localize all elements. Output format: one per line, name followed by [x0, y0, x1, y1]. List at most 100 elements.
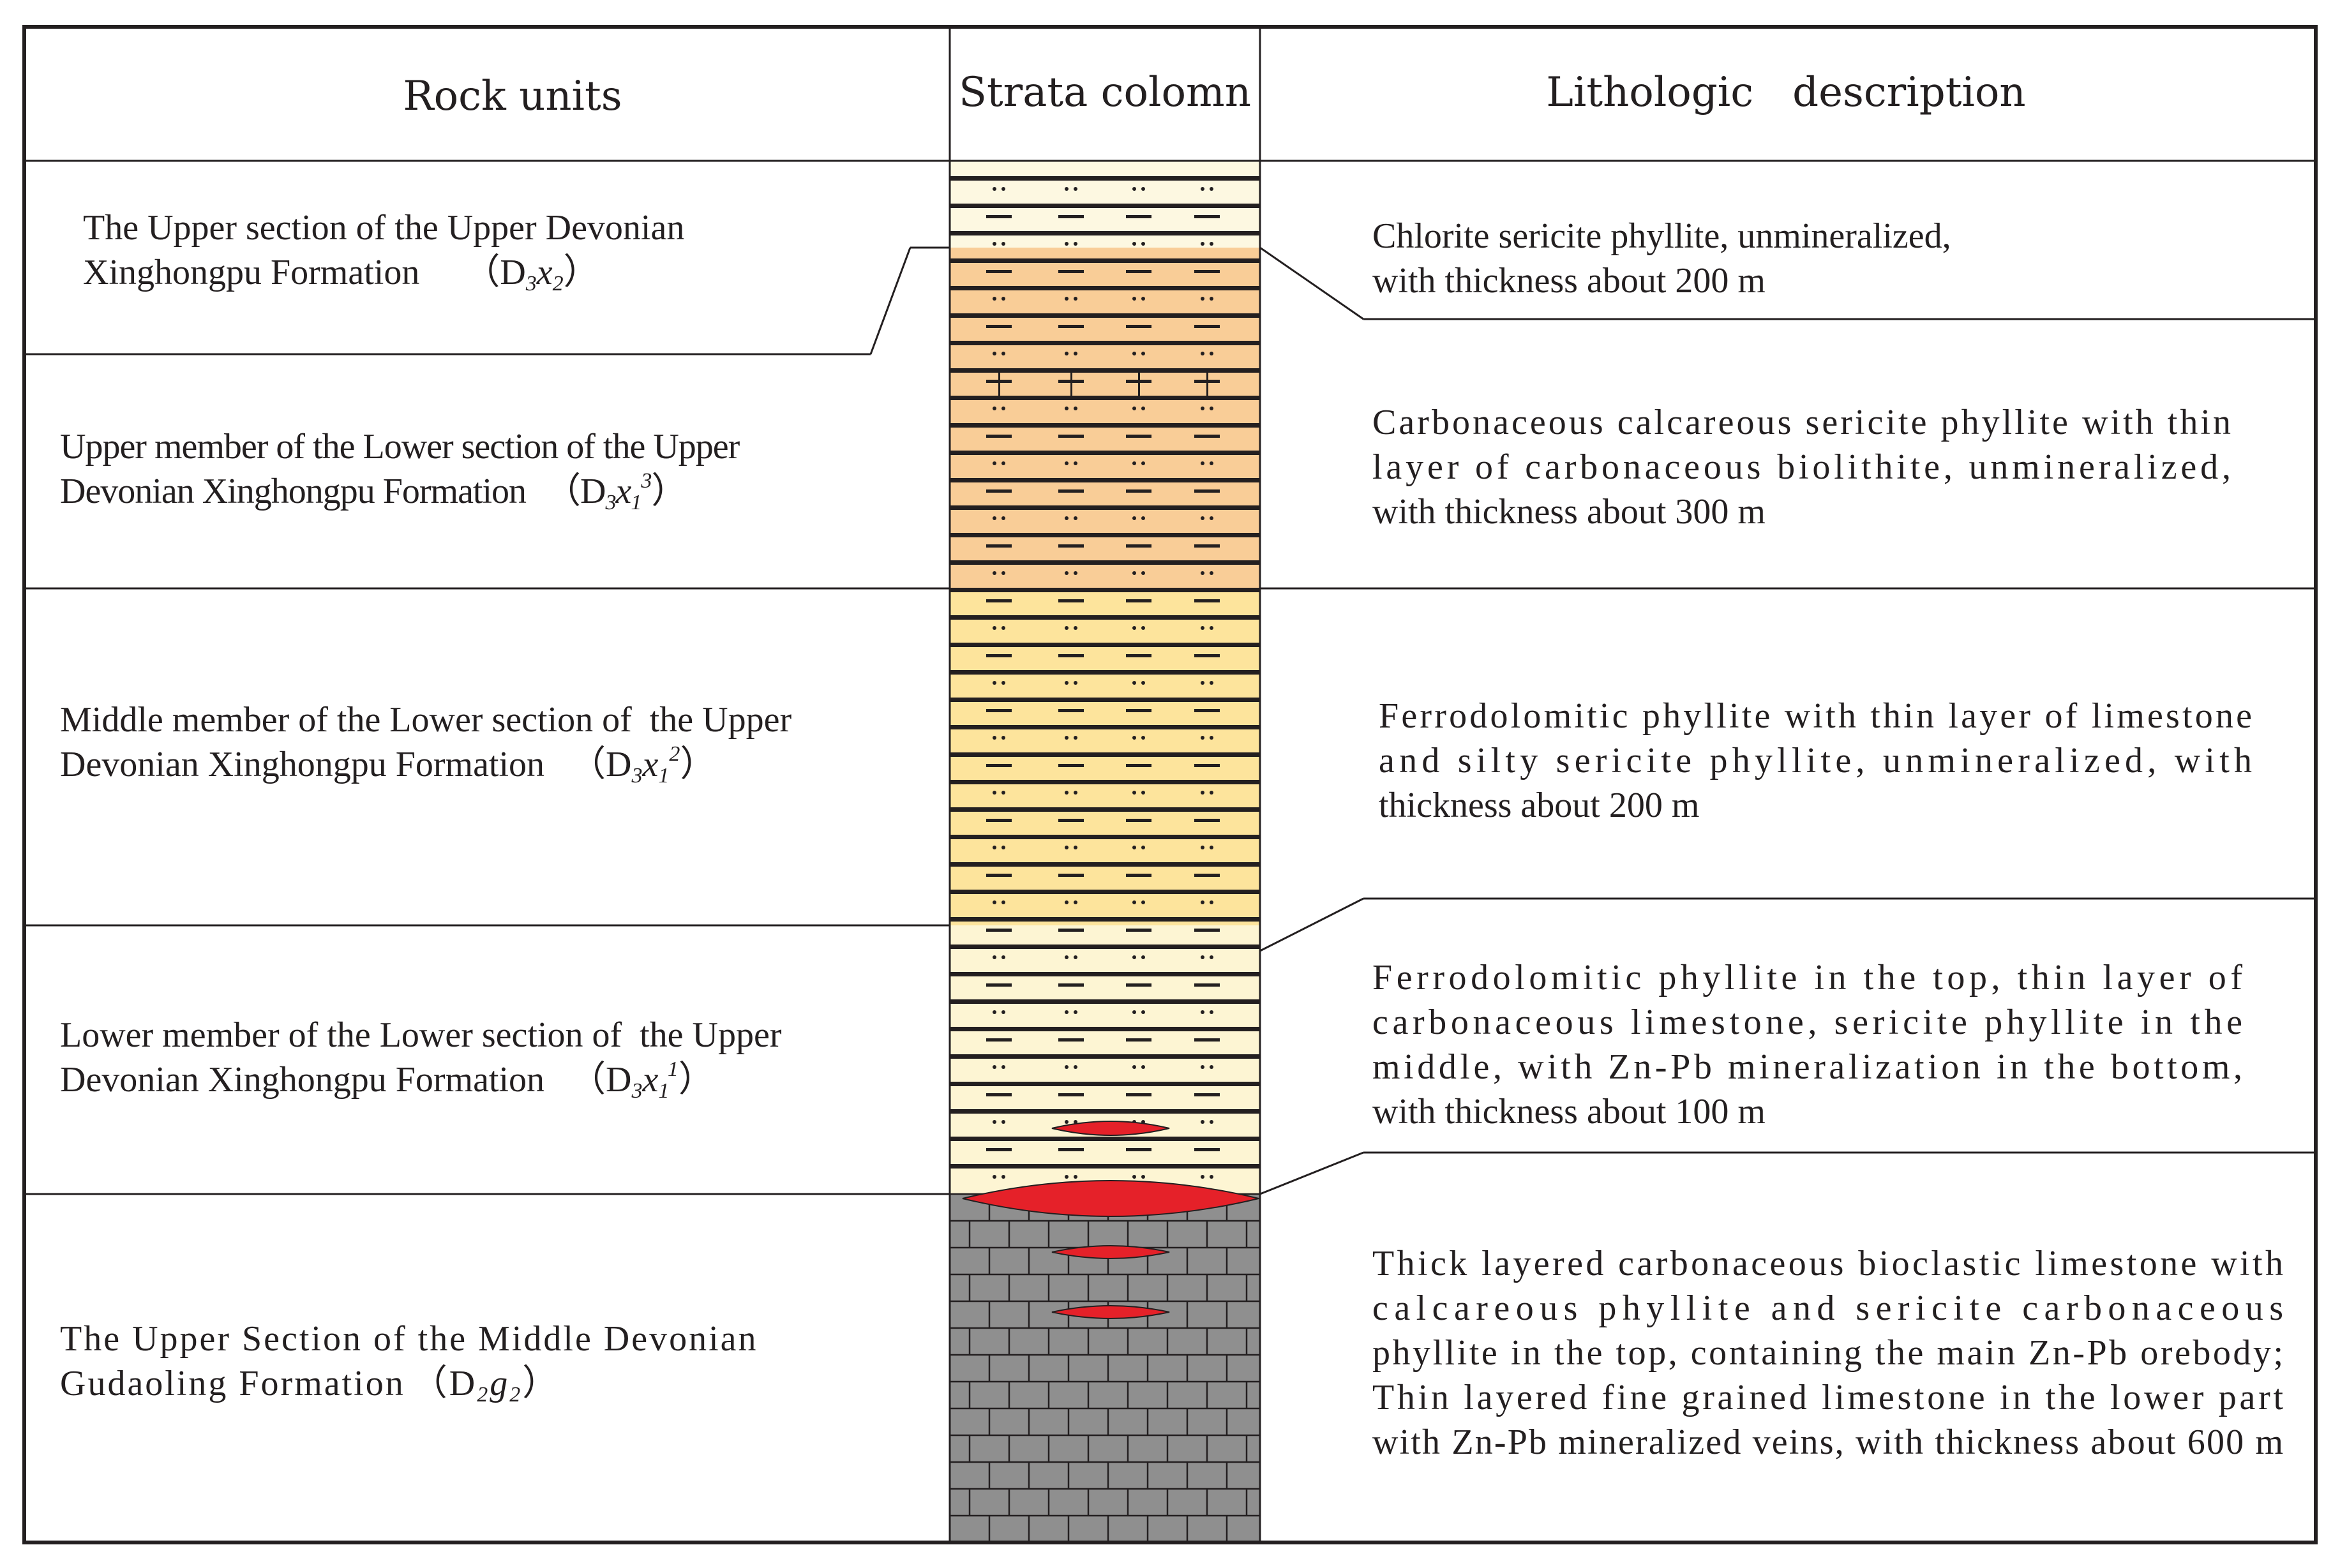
clay-dash [1126, 435, 1151, 438]
silt-dot [993, 571, 996, 575]
description-boundary-4-leader [1259, 1151, 1364, 1195]
silt-dot [1141, 297, 1145, 301]
silt-dot [1201, 407, 1204, 410]
ore-bodies [962, 1121, 1259, 1319]
silt-dot [1210, 681, 1213, 685]
clay-dash [1058, 929, 1084, 932]
ore-lens-lower [1051, 1305, 1170, 1319]
silt-dot [1141, 1010, 1145, 1014]
rock-unit-line-text: Devonian Xinghongpu Formation [60, 472, 527, 511]
silt-dot [1001, 407, 1005, 410]
clay-dash [1126, 819, 1151, 822]
strata-bedding-line [950, 231, 1260, 235]
silt-dot [1065, 571, 1069, 575]
strata-bedding-line [950, 204, 1260, 208]
rock-unit-d2g2: The Upper Section of the Middle Devonian… [60, 1319, 756, 1407]
strata-column-fills [950, 161, 1260, 1542]
unit-symbol-open: （ [570, 745, 606, 784]
clay-dash [986, 489, 1012, 493]
silt-dot [1141, 242, 1145, 246]
clay-dash [1194, 435, 1220, 438]
silt-dot [1201, 1175, 1204, 1179]
clay-dash [1126, 599, 1151, 602]
silt-dot [993, 297, 996, 301]
silt-dot [993, 846, 996, 849]
silt-dot [1141, 571, 1145, 575]
silt-dot [1210, 571, 1213, 575]
silt-dot [1065, 297, 1069, 301]
clay-dash [986, 709, 1012, 712]
clay-dash [1126, 929, 1151, 932]
limestone-tick [1138, 373, 1140, 396]
unit-symbol-close: ） [564, 253, 599, 292]
unit-symbol-sub1: 3 [605, 491, 616, 514]
silt-dot [1065, 736, 1069, 740]
strata-bedding-line [950, 1054, 1260, 1059]
clay-dash [1126, 983, 1151, 987]
unit-symbol-sub2: 2 [553, 272, 564, 295]
silt-dot [993, 242, 996, 246]
silt-dot [1210, 187, 1213, 191]
silt-dot [1065, 900, 1069, 904]
unit-symbol-letter: x [642, 745, 659, 784]
unit-symbol-base: D [606, 745, 631, 784]
silt-dot [1141, 1175, 1145, 1179]
description-line: Thin layered fine grained limestone in t… [1372, 1378, 2283, 1417]
silt-dot [1074, 955, 1077, 959]
unit-symbol-base: D [580, 472, 605, 511]
silt-dot [1201, 626, 1204, 630]
silt-dot [1210, 736, 1213, 740]
clay-dash [1058, 489, 1084, 493]
silt-dot [1001, 681, 1005, 685]
description-line: Chlorite sericite phyllite, unmineralize… [1372, 216, 1951, 256]
clay-dash [1194, 819, 1220, 822]
clay-dash [1194, 764, 1220, 767]
silt-dot [1001, 571, 1005, 575]
clay-dash [1126, 1038, 1151, 1042]
silt-dot [1210, 242, 1213, 246]
clay-dash [1058, 270, 1084, 273]
silt-dot [1065, 846, 1069, 849]
limestone-tick [998, 373, 1000, 396]
unit-symbol-sub2: 2 [509, 1383, 522, 1407]
silt-dot [1210, 1010, 1213, 1014]
clay-dash [1194, 325, 1220, 328]
clay-dash [1194, 1093, 1220, 1096]
clay-dash [1058, 1148, 1084, 1151]
silt-dot [993, 187, 996, 191]
clay-dash [1194, 1148, 1220, 1151]
silt-dot [1210, 516, 1213, 520]
silt-dot [1201, 297, 1204, 301]
silt-dot [1065, 626, 1069, 630]
silt-dot [1132, 516, 1136, 520]
silt-dot [1065, 187, 1069, 191]
silt-dot [1001, 955, 1005, 959]
clay-dash [1194, 489, 1220, 493]
silt-dot [1201, 516, 1204, 520]
strata-bedding-line [950, 286, 1260, 290]
rock-unit-line-text: Devonian Xinghongpu Formation [60, 1060, 544, 1100]
clay-dash [1194, 874, 1220, 877]
strata-bedding-line [950, 1082, 1260, 1086]
silt-dot [993, 1065, 996, 1069]
rock-unit-line: Upper member of the Lower section of the… [60, 427, 740, 467]
silt-dot [1201, 571, 1204, 575]
silt-dot [1074, 626, 1077, 630]
clay-dash [986, 215, 1012, 218]
unit-symbol-base: D [449, 1364, 477, 1403]
silt-dot [1201, 791, 1204, 795]
rock-unit-d3x1-1: Lower member of the Lower section of the… [60, 1015, 782, 1103]
strata-bedding-line [950, 698, 1260, 702]
silt-dot [1141, 900, 1145, 904]
silt-dot [1001, 900, 1005, 904]
unit-symbol-letter: x [615, 472, 632, 511]
strata-bedding-line [950, 615, 1260, 620]
silt-dot [1065, 242, 1069, 246]
rock-unit-line-text: Xinghongpu Formation [83, 253, 419, 292]
silt-dot [1132, 791, 1136, 795]
silt-dot [993, 516, 996, 520]
silt-dot [1001, 1065, 1005, 1069]
description-d3x1-1: Ferrodolomitic phyllite in the top, thin… [1372, 958, 2242, 1131]
silt-dot [1065, 461, 1069, 465]
